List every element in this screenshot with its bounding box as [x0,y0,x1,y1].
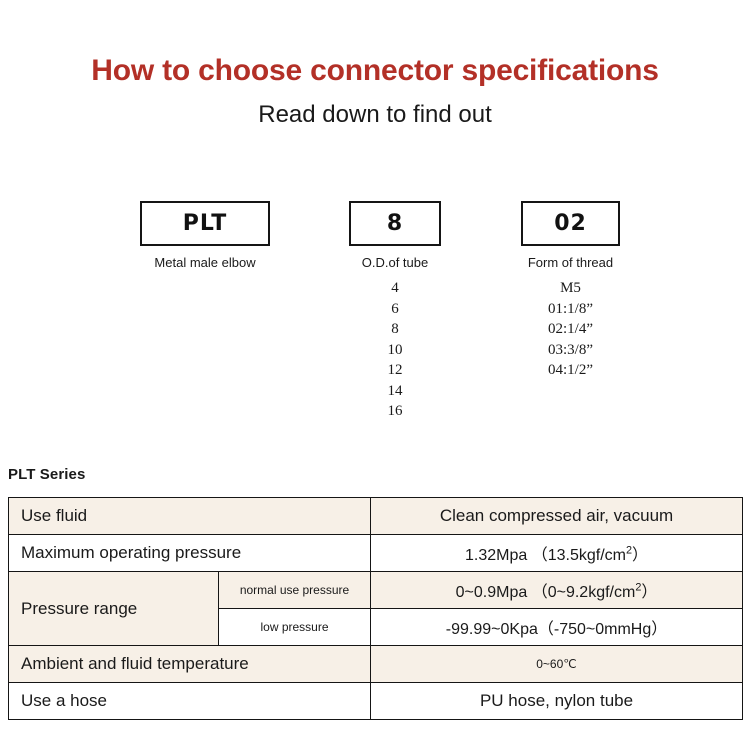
code-caption-series: Metal male elbow [154,255,256,270]
cell-label-use-a-hose: Use a hose [7,682,372,720]
code-box-series: PLT [140,201,270,246]
code-caption-thread: Form of thread [527,255,614,270]
value-main: 0~0.9Mpa [455,584,528,601]
series-heading: PLT Series [8,466,86,483]
cell-value-max-operating-pressure: 1.32Mpa （13.5kgf/cm2） [370,534,744,572]
page-subtitle: Read down to find out [258,101,492,128]
cell-label-use-fluid: Use fluid [7,497,372,535]
specification-table: Use fluid Clean compressed air, vacuum M… [7,497,744,720]
table-row: Ambient and fluid temperature 0~60℃ [7,645,744,683]
code-caption-tube: O.D.of tube [361,255,429,270]
code-box-thread: 02 [521,201,620,246]
code-option: 16 [387,403,403,419]
code-option: M5 [560,280,581,296]
code-options-tube: 4 6 8 10 12 14 16 [349,278,441,422]
table-row: low pressure -99.99~0Kpa（-750~0mmHg） [9,608,744,646]
code-column-tube: 8 O.D.of tube 4 6 8 10 12 14 16 [349,201,441,422]
table-row: Use fluid Clean compressed air, vacuum [7,497,744,535]
code-option: 8 [391,321,399,337]
code-option: 6 [391,300,399,317]
code-column-thread: 02 Form of thread M5 01:1/8” 02:1/4” 03:… [521,201,620,381]
value-paren: （13.5kgf/cm [531,547,626,564]
table-row: Pressure range normal use pressure 0~0.9… [8,571,744,646]
cell-label-max-operating-pressure: Maximum operating pressure [7,534,372,572]
value-paren-close: ） [632,547,649,564]
value-paren-close: ） [641,584,658,601]
code-option: 14 [387,382,403,399]
code-option: 03:3/8” [548,341,593,358]
page-title: How to choose connector specifications [91,54,659,87]
value-exponent: 2 [625,544,633,557]
cell-sublabel-low-pressure: low pressure [217,608,372,646]
table-row: Maximum operating pressure 1.32Mpa （13.5… [7,534,744,572]
cell-value-ambient-fluid-temperature: 0~60℃ [370,645,744,683]
cell-label-pressure-range: Pressure range [8,571,219,646]
code-column-series: PLT Metal male elbow [140,201,270,278]
code-option: 4 [391,280,399,296]
code-option: 12 [387,362,403,378]
table-row: Use a hose PU hose, nylon tube [7,682,744,720]
cell-label-ambient-fluid-temperature: Ambient and fluid temperature [7,645,372,683]
cell-value-low-pressure: -99.99~0Kpa（-750~0mmHg） [370,608,744,646]
cell-value-use-a-hose: PU hose, nylon tube [370,682,744,720]
code-option: 10 [387,341,403,358]
code-breakdown-diagram: PLT Metal male elbow 8 O.D.of tube 4 6 8… [140,201,620,422]
value-exponent: 2 [635,581,642,594]
code-box-tube: 8 [349,201,441,246]
code-option: 04:1/2” [548,362,593,378]
code-option: 02:1/4” [548,321,593,337]
cell-value-use-fluid: Clean compressed air, vacuum [370,497,744,535]
cell-sublabel-normal-use-pressure: normal use pressure [217,571,372,609]
cell-value-normal-use-pressure: 0~0.9Mpa （0~9.2kgf/cm2） [370,571,744,609]
code-option: 01:1/8” [548,300,593,317]
value-paren: （0~9.2kgf/cm [531,584,636,601]
value-main: 1.32Mpa [464,547,528,564]
code-options-thread: M5 01:1/8” 02:1/4” 03:3/8” 04:1/2” [521,278,620,381]
